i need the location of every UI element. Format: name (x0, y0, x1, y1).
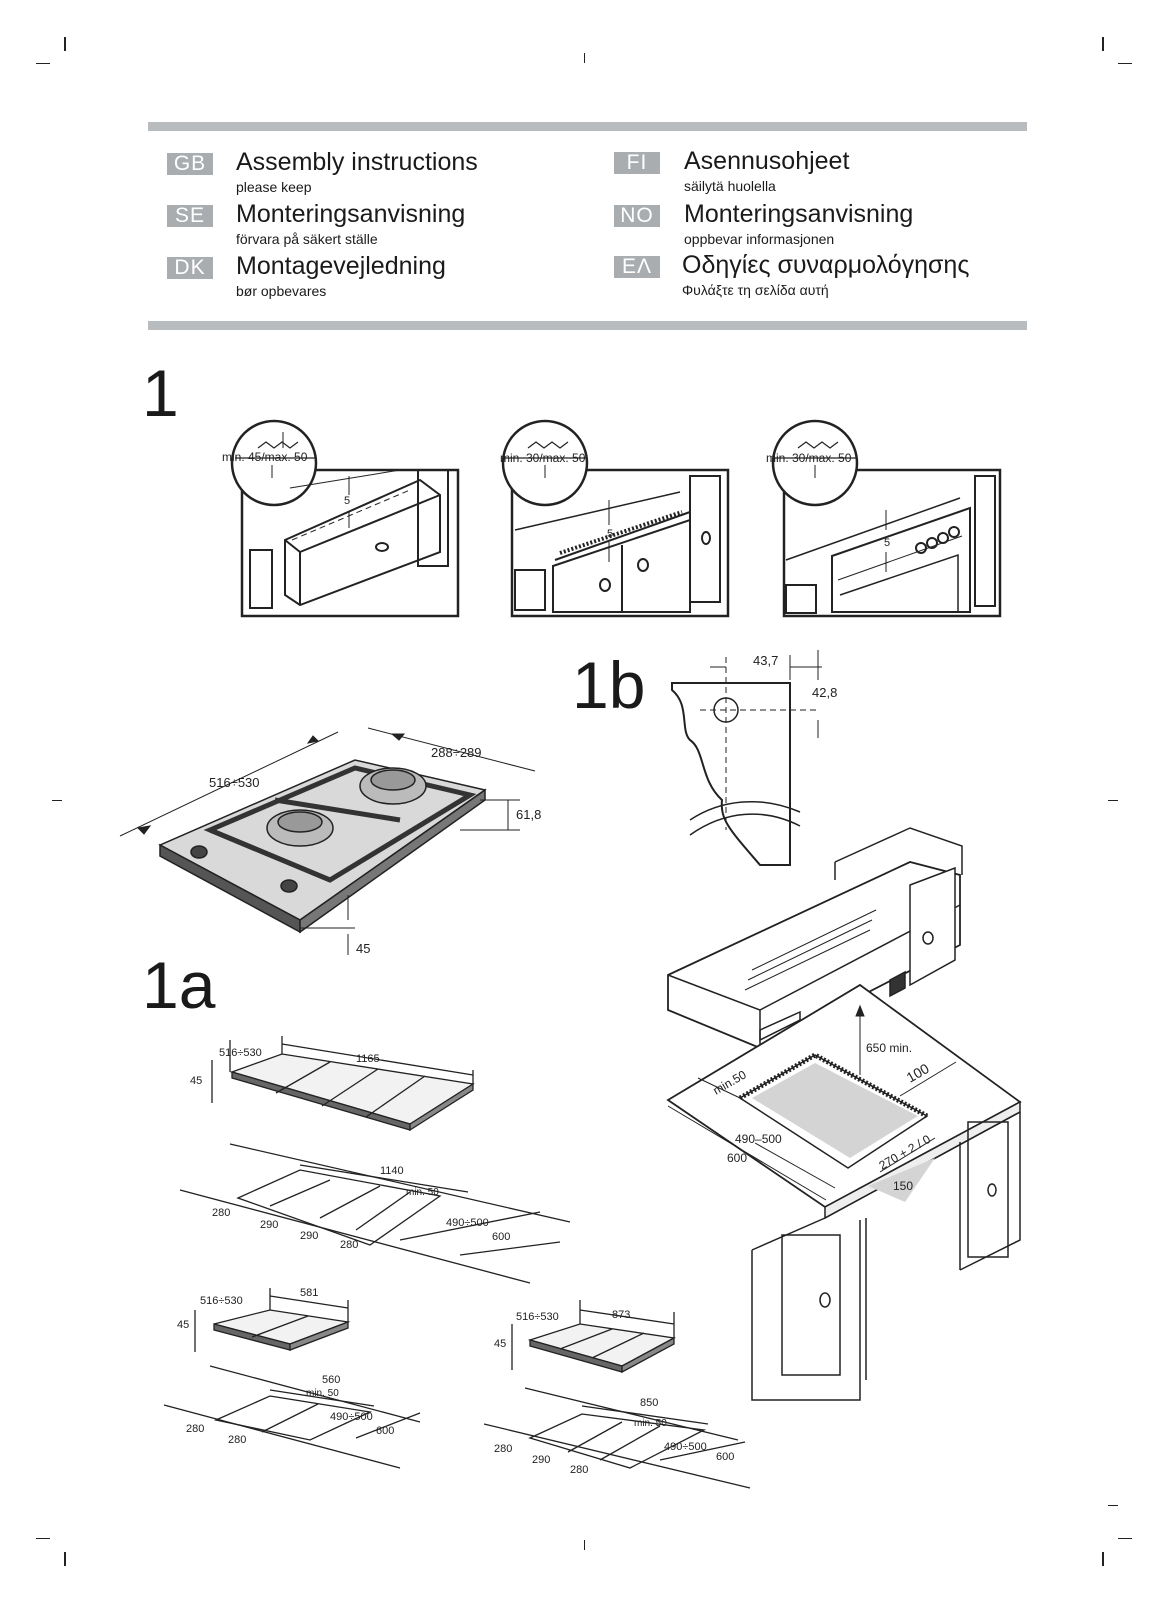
extractor-hood (667, 827, 963, 1049)
crop-mark (64, 1552, 66, 1566)
combo2-a: 280 (186, 1423, 204, 1435)
lang-title-el: Οδηγίες συναρμολόγησης (682, 251, 970, 279)
combo1-cut: 1140 (380, 1165, 404, 1177)
combo2-b: 280 (228, 1434, 246, 1446)
combo3-height: 45 (494, 1338, 506, 1350)
under-gap-label: 150 (893, 1179, 913, 1193)
combo1-depth: 516÷530 (219, 1047, 262, 1059)
combo1-cutdepth: 490÷500 (446, 1217, 489, 1229)
hob-body (158, 759, 487, 934)
detail-built-in-oven (771, 419, 1002, 618)
combo2-cutdepth: 490÷500 (330, 1411, 373, 1423)
combo3-min: min. 50 (634, 1418, 667, 1429)
crop-mark (1102, 1552, 1104, 1566)
combo2-min: min. 50 (306, 1388, 339, 1399)
lang-subtitle-dk: bør opbevares (236, 283, 327, 299)
lang-title-se: Monteringsanvisning (236, 200, 466, 228)
header-top-bar (148, 122, 1027, 131)
crop-mark (52, 800, 62, 801)
crop-mark (584, 1540, 585, 1550)
hob-below-label: 45 (356, 941, 370, 956)
crop-mark (1102, 37, 1104, 51)
combo2-depth: 516÷530 (200, 1295, 243, 1307)
combo-two-units (163, 1288, 421, 1469)
lang-title-dk: Montagevejledning (236, 252, 446, 280)
combo2-cut: 560 (322, 1374, 340, 1386)
lang-subtitle-el: Φυλάξτε τη σελίδα αυτή (682, 282, 829, 298)
lang-code-dk: DK (167, 257, 213, 279)
combo3-a: 280 (494, 1443, 512, 1455)
lang-title-no: Monteringsanvisning (684, 200, 914, 228)
crop-mark (1108, 1505, 1118, 1506)
crop-mark (1118, 1538, 1132, 1539)
combo3-c: 280 (570, 1464, 588, 1476)
fig1b-dim1: 43,7 (753, 653, 778, 668)
combo-four-units (179, 1036, 571, 1284)
lang-subtitle-gb: please keep (236, 179, 312, 195)
lang-code-gb: GB (167, 153, 213, 175)
base-cabinet (666, 983, 1022, 1401)
lang-code-se: SE (167, 205, 213, 227)
combo1-d: 280 (340, 1239, 358, 1251)
worktop-depth-label: 600 (727, 1151, 747, 1165)
detail-c-gap: 5 (884, 537, 890, 549)
combo1-c: 290 (300, 1230, 318, 1242)
figure-1-installation-details: min. 45/max. 50 5 min. 30/max. 50 5 (222, 419, 1002, 618)
crop-mark (584, 53, 585, 63)
detail-b-gap: 5 (607, 528, 613, 540)
lang-code-no: NO (614, 205, 660, 227)
lang-subtitle-fi: säilytä huolella (684, 178, 776, 194)
hob-dimension-lines (119, 727, 536, 955)
combo1-b: 290 (260, 1219, 278, 1231)
combo1-length: 1165 (356, 1053, 380, 1065)
combo2-top: 600 (376, 1425, 394, 1437)
combo3-length: 873 (612, 1309, 630, 1321)
lang-code-fi: FI (614, 152, 660, 174)
combo3-cutdepth: 490÷500 (664, 1441, 707, 1453)
hob-dimension-drawing: 516÷530 288÷289 61,8 45 (119, 727, 541, 956)
combo3-b: 290 (532, 1454, 550, 1466)
hob-height-label: 61,8 (516, 807, 541, 822)
hob-depth-label: 516÷530 (209, 775, 260, 790)
crop-mark (64, 37, 66, 51)
header-bottom-bar (148, 321, 1027, 330)
combo2-length: 581 (300, 1287, 318, 1299)
combo1-a: 280 (212, 1207, 230, 1219)
detail-under-counter-cabinet (501, 419, 730, 618)
crop-mark (1108, 800, 1118, 801)
combo1-top: 600 (492, 1231, 510, 1243)
cabinet-dimension-lines (667, 1004, 957, 1201)
fig1b-dim2: 42,8 (812, 685, 837, 700)
hob-width-label: 288÷289 (431, 745, 482, 760)
combo1-height: 45 (190, 1075, 202, 1087)
section-number-1b: 1b (572, 648, 646, 722)
crop-mark (36, 1538, 50, 1539)
combo1-min: min. 50 (406, 1187, 439, 1198)
lang-code-el: ΕΛ (614, 256, 660, 278)
detail-drawer (230, 419, 460, 618)
combo2-height: 45 (177, 1319, 189, 1331)
section-number-1a: 1a (142, 948, 216, 1022)
figure-1b-gas-connection: 43,7 42,8 (671, 650, 837, 866)
hood-min-height: 650 min. (866, 1041, 912, 1055)
detail-a-gap: 5 (344, 495, 350, 507)
combo3-depth: 516÷530 (516, 1311, 559, 1323)
combo3-top: 600 (716, 1451, 734, 1463)
combo-three-units (483, 1300, 751, 1489)
crop-mark (1118, 63, 1132, 64)
lang-title-fi: Asennusohjeet (684, 147, 850, 175)
detail-c-range: min. 30/max. 50 (766, 451, 852, 465)
detail-a-range: min. 45/max. 50 (222, 450, 308, 464)
combo3-cut: 850 (640, 1397, 658, 1409)
detail-b-range: min. 30/max. 50 (500, 451, 586, 465)
cutout-depth-label: 490–500 (735, 1132, 782, 1146)
crop-mark (36, 63, 50, 64)
lang-title-gb: Assembly instructions (236, 148, 478, 176)
section-number-1: 1 (142, 356, 179, 430)
lang-subtitle-no: oppbevar informasjonen (684, 231, 835, 247)
lang-subtitle-se: förvara på säkert ställe (236, 231, 378, 247)
